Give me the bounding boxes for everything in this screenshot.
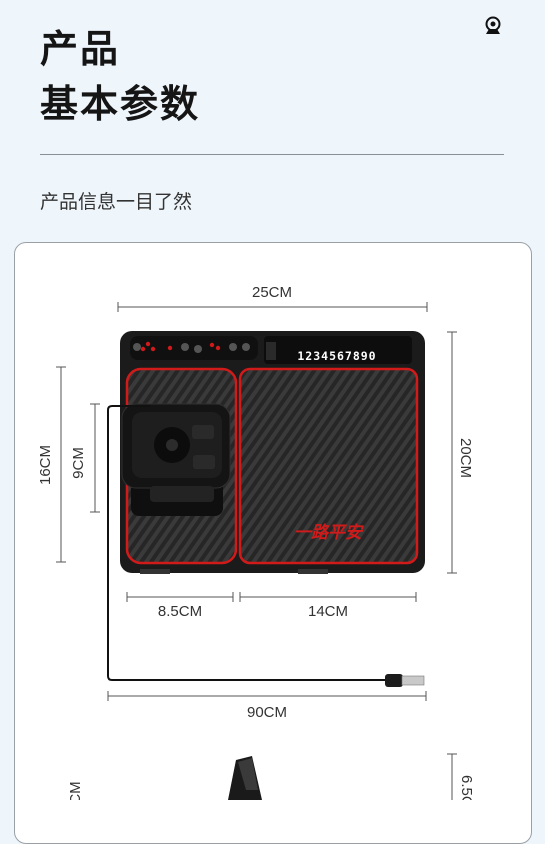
dim-cable-length: 90CM <box>107 691 427 721</box>
section-subtitle: 产品信息一目了然 <box>40 191 193 213</box>
brand-mark: 一路平安 <box>294 523 364 543</box>
dim-right-pad-width: 14CM <box>239 592 417 620</box>
phone-holder <box>121 403 231 516</box>
dim-next-left-label: CM <box>67 781 84 800</box>
dim-holder-height-label: 9CM <box>70 447 87 479</box>
dim-left-height: 16CM <box>37 366 66 563</box>
dim-left-pad-width: 8.5CM <box>126 592 234 620</box>
carbon-pad-right <box>238 367 419 565</box>
dim-left-pad-width-label: 8.5CM <box>158 603 202 620</box>
dim-right-pad-width-label: 14CM <box>308 603 348 620</box>
next-section-partial: CM 6.5C <box>67 753 475 800</box>
dim-width-total-label: 25CM <box>252 284 292 301</box>
webcam-icon <box>485 16 501 34</box>
dim-width-total: 25CM <box>117 284 428 312</box>
decorative-dots <box>140 341 221 352</box>
dim-height-total: 20CM <box>447 331 474 574</box>
dim-cable-length-label: 90CM <box>247 704 287 721</box>
header-divider <box>40 154 504 155</box>
product-diagram: 25CM 20CM 16CM 9CM 12 <box>37 284 475 800</box>
page-title-line-2: 基本参数 <box>40 82 201 126</box>
dim-left-height-label: 16CM <box>37 445 54 485</box>
dim-holder-height: 9CM <box>70 403 100 513</box>
dim-next-right-label: 6.5C <box>458 775 475 800</box>
page-title-line-1: 产品 <box>40 27 121 71</box>
dashboard-mat: 1234567890 一路平安 <box>120 331 425 574</box>
parking-number-plate: 1234567890 <box>297 349 376 363</box>
usb-plug-icon <box>385 674 403 687</box>
usb-cable <box>107 405 425 687</box>
dim-height-total-label: 20CM <box>457 438 474 478</box>
